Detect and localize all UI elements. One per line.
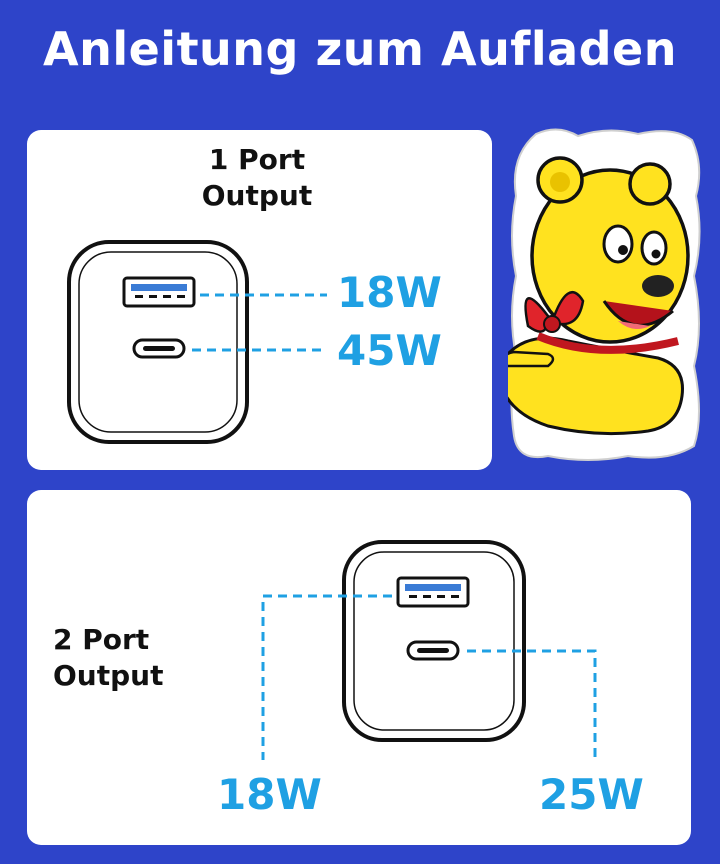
single-port-label: 1 Port Output <box>197 142 317 214</box>
dual-usb-c-power: 25W <box>539 770 644 819</box>
single-port-label-line1: 1 Port <box>208 143 306 176</box>
page-title: Anleitung zum Aufladen <box>42 22 678 76</box>
dual-usb-a-power: 18W <box>217 770 322 819</box>
gummy-bear-mascot <box>503 126 704 462</box>
single-port-panel: 1 Port Output 18W 45W <box>27 130 492 470</box>
single-port-diagram <box>67 240 327 444</box>
dual-port-label-line2: Output <box>53 659 164 692</box>
usb-c-port-icon <box>132 338 186 359</box>
usb-c-port-icon <box>406 640 460 661</box>
dual-port-panel: 2 Port Output 18W 25W <box>27 490 691 845</box>
single-usb-a-power: 18W <box>337 268 442 317</box>
single-usb-c-power: 45W <box>337 326 442 375</box>
usb-a-port-icon <box>122 276 196 308</box>
usb-a-port-icon <box>396 576 470 608</box>
single-port-label-line2: Output <box>201 179 313 212</box>
dual-port-label-line1: 2 Port <box>53 623 150 656</box>
usb-c-leader-line <box>467 649 597 760</box>
dual-port-label: 2 Port Output <box>53 622 163 694</box>
dual-port-diagram <box>261 540 597 760</box>
usb-a-leader-line <box>261 594 392 760</box>
